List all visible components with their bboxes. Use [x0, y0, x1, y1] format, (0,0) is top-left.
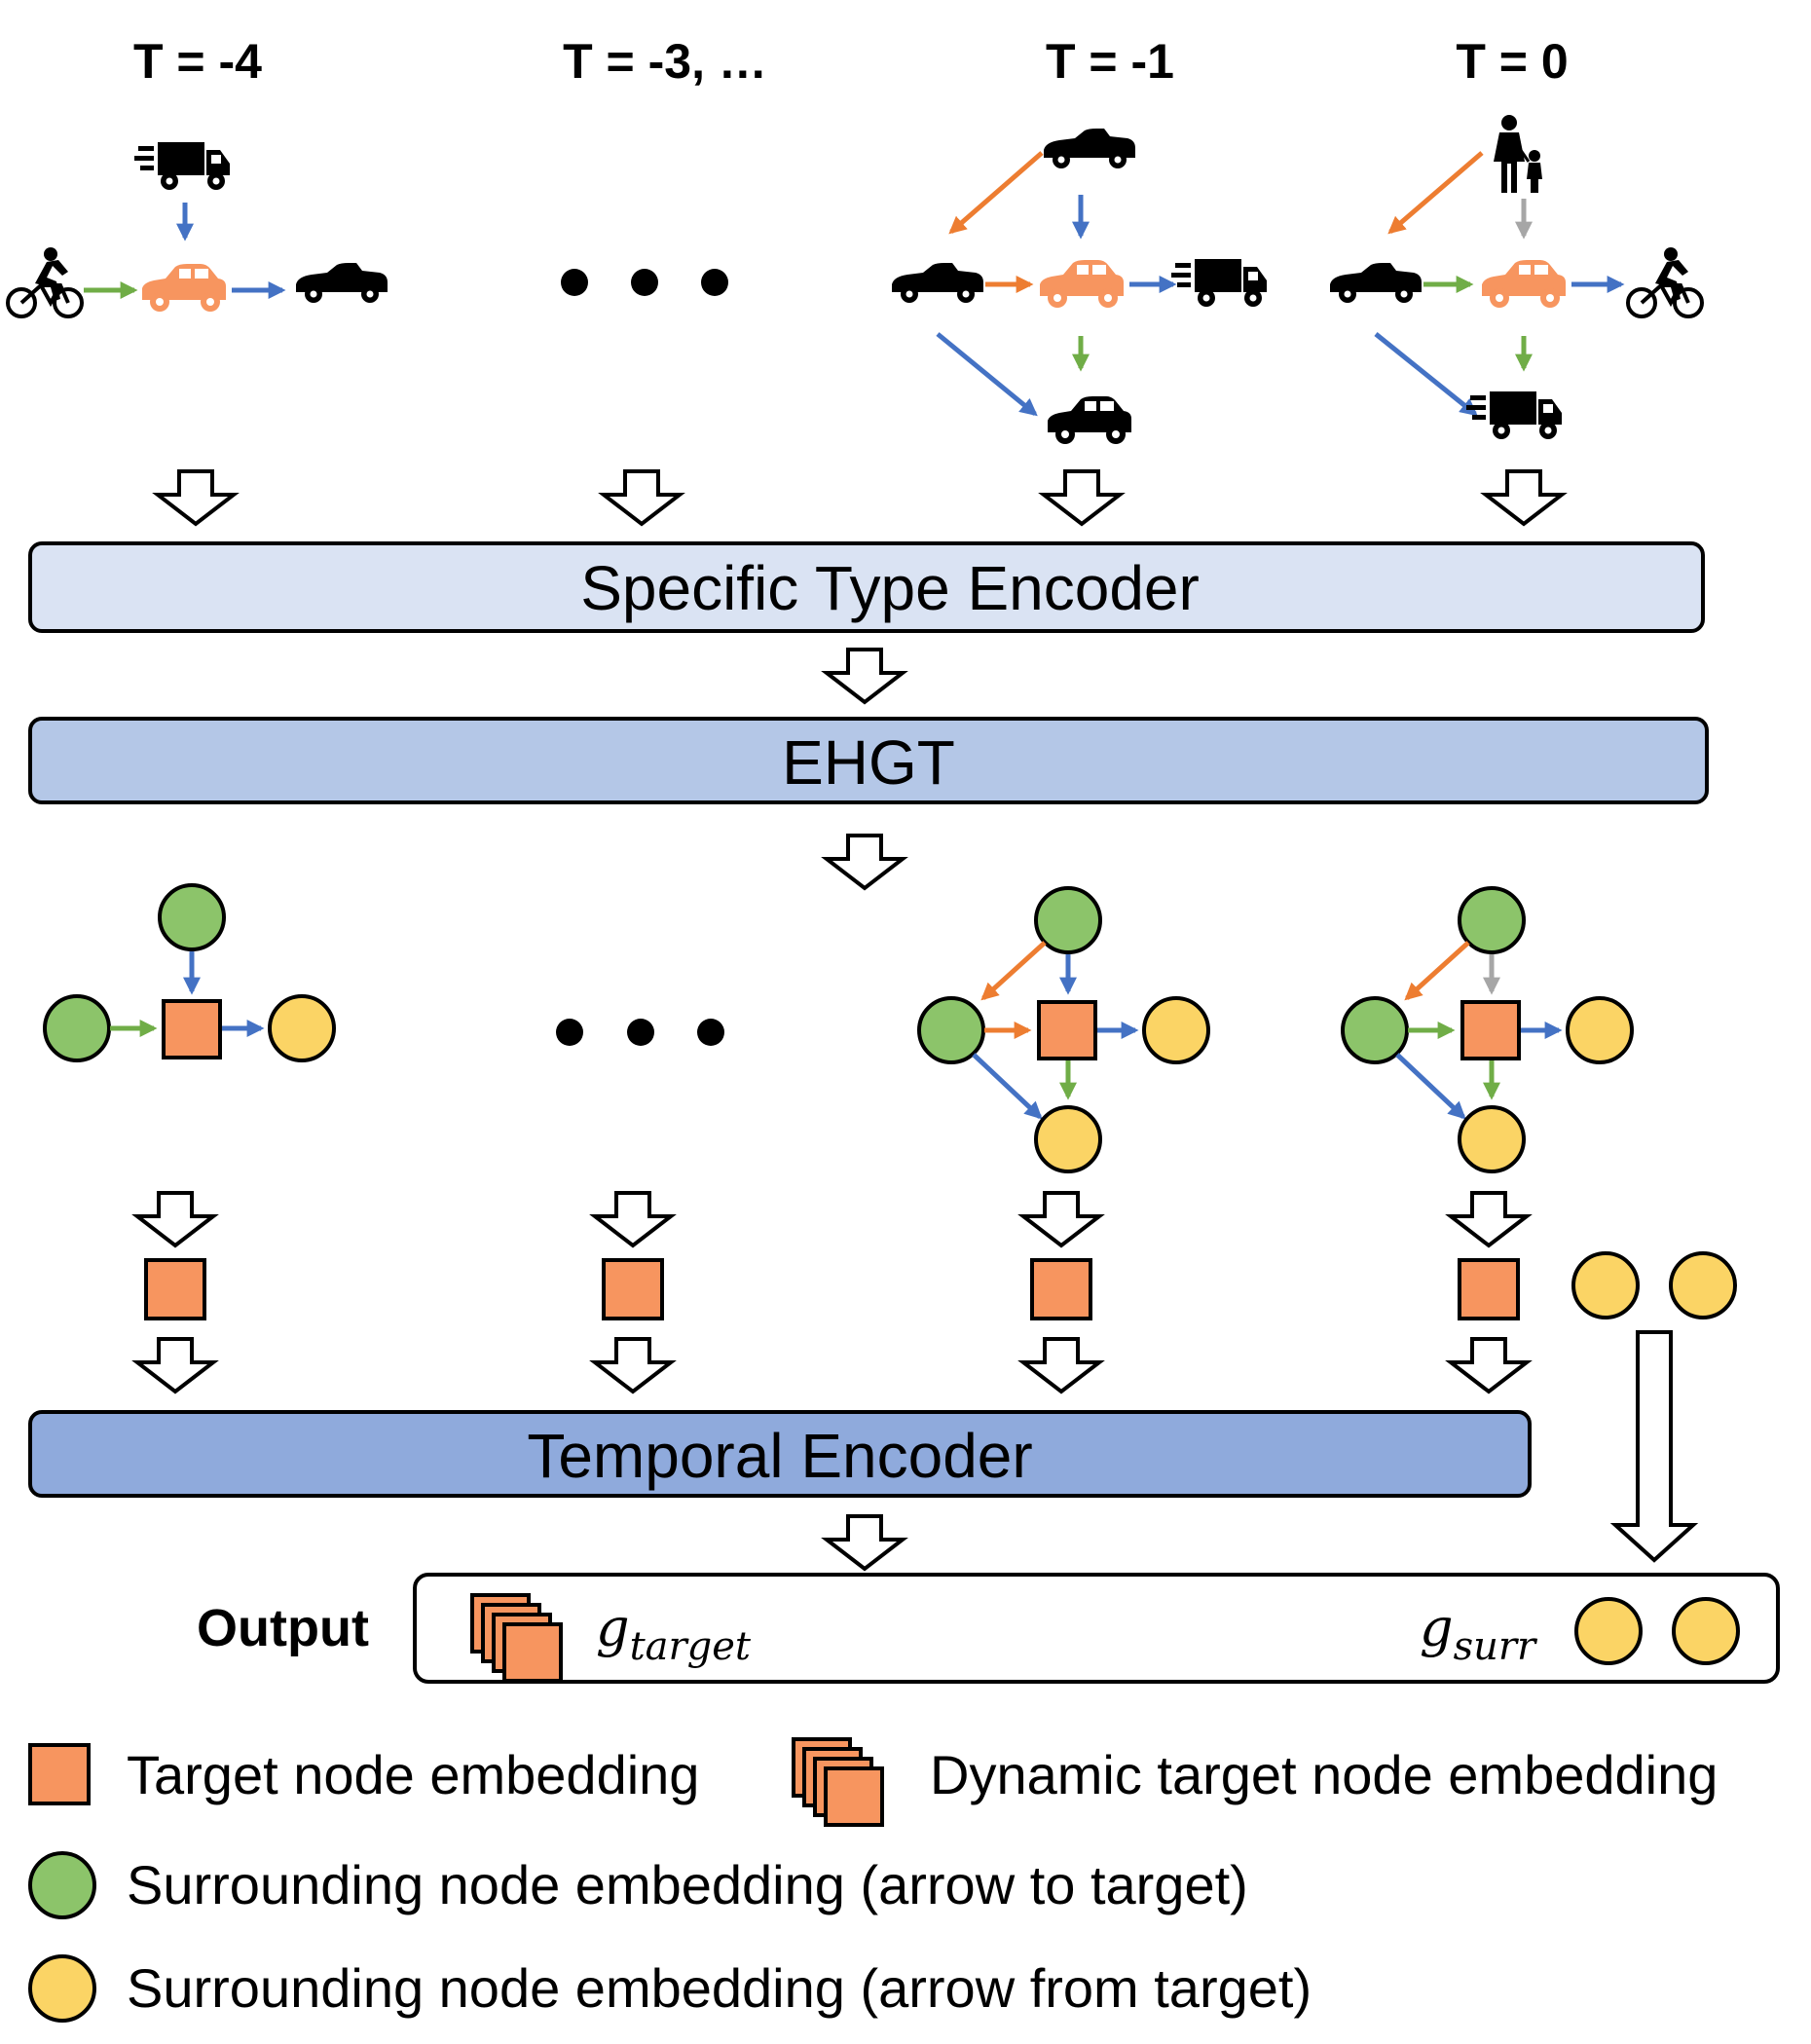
target-car-icon [1040, 260, 1124, 308]
target-embeddings-row [144, 1258, 1520, 1320]
truck-icon [1466, 391, 1562, 439]
car-icon [1048, 396, 1131, 444]
time-label-t-minus-1: T = -1 [1046, 34, 1174, 89]
dynamic-target-stack-icon [470, 1593, 563, 1683]
sports-car-icon [296, 263, 388, 303]
graph-t-0 [1341, 886, 1634, 1173]
down-arrow [821, 1514, 908, 1572]
legend-surround-to-swatch [28, 1851, 96, 1919]
scene-t-minus-1 [892, 129, 1267, 444]
ehgt-label: EHGT [782, 727, 955, 798]
graph-t-minus-4 [43, 883, 336, 1062]
legend-dynamic-target-swatch [792, 1737, 884, 1827]
pedestrian-icon [1492, 113, 1544, 195]
ellipsis-dots-graph [556, 1019, 724, 1046]
sports-car-icon [1330, 263, 1422, 303]
graph-t-minus-1 [917, 886, 1210, 1173]
legend-surround-from-label: Surrounding node embedding (arrow from t… [127, 1957, 1312, 2019]
bicycle-icon [1626, 245, 1704, 318]
down-arrows-row-3 [131, 1337, 1533, 1394]
legend-surround-from-swatch [28, 1954, 96, 2023]
down-arrow [821, 648, 908, 705]
temporal-encoder-box [28, 1410, 1532, 1498]
ellipsis-dots-scene [561, 269, 728, 296]
truck-icon [1171, 259, 1267, 307]
legend-target-swatch [28, 1743, 91, 1805]
legend-surround-to-label: Surrounding node embedding (arrow to tar… [127, 1854, 1248, 1915]
output-surround-nodes [1574, 1597, 1740, 1665]
g-surr-symbol: gsurr [1420, 1597, 1538, 1669]
target-car-icon [1482, 260, 1566, 308]
down-arrows-row-2 [131, 1191, 1533, 1248]
time-label-t-minus-3: T = -3, … [563, 34, 767, 89]
specific-type-encoder-box [28, 541, 1705, 633]
down-arrow [821, 834, 908, 891]
output-label: Output [197, 1599, 369, 1657]
time-label-t-minus-4: T = -4 [133, 34, 262, 89]
output-box [413, 1573, 1780, 1684]
bicycle-icon [6, 245, 84, 318]
legend: Target node embedding Dynamic target nod… [28, 1737, 1718, 2023]
down-arrows-row-1 [152, 469, 1568, 527]
legend-target-label: Target node embedding [127, 1744, 699, 1805]
truck-icon [134, 142, 230, 190]
g-target-symbol: gtarget [596, 1597, 752, 1669]
surround-long-arrow [1609, 1330, 1699, 1563]
time-label-t-0: T = 0 [1456, 34, 1568, 89]
ehgt-box [28, 717, 1709, 804]
scene-t-0 [1330, 113, 1704, 439]
target-car-icon [142, 264, 226, 312]
legend-dynamic-target-label: Dynamic target node embedding [930, 1744, 1718, 1805]
surround-embeddings-row [1571, 1251, 1737, 1319]
sports-car-icon [892, 263, 983, 303]
scene-t-minus-4 [6, 142, 388, 318]
specific-type-encoder-label: Specific Type Encoder [580, 553, 1200, 623]
temporal-encoder-label: Temporal Encoder [527, 1421, 1032, 1491]
sports-car-icon [1044, 129, 1135, 168]
